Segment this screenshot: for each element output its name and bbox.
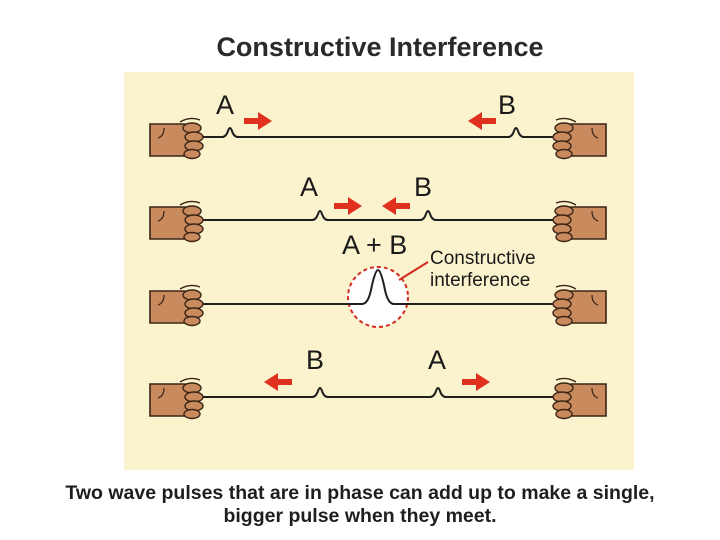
arrow-right-icon [334,203,350,209]
diagram-caption: Two wave pulses that are in phase can ad… [0,482,720,528]
combined-pulse-label: A + B [342,230,407,260]
diagram-title: Constructive Interference [216,32,544,62]
rope-row-1: A B [149,90,607,160]
arrow-left-icon [480,118,496,124]
pulse-label-a: A [300,172,318,202]
arrow-right-icon [462,379,478,385]
caption-line-1: Two wave pulses that are in phase can ad… [65,482,655,504]
annotation-pointer [398,261,429,281]
left-hand-icon [149,117,204,160]
caption-line-2: bigger pulse when they meet. [223,505,497,527]
right-hand-icon [552,377,607,420]
left-hand-icon [149,200,204,243]
annotation-line-2: interference [430,270,530,291]
annotation-line-1: Constructive [430,248,536,269]
pulse-label-b: B [498,90,516,120]
left-hand-icon [149,284,204,327]
rope-row-4: B A [149,345,607,420]
left-hand-icon [149,377,204,420]
pulse-label-a: A [216,90,234,120]
arrow-right-icon [244,118,260,124]
right-hand-icon [552,117,607,160]
rope-row-2: A B [149,172,607,243]
right-hand-icon [552,200,607,243]
pulse-label-b: B [306,345,324,375]
pulse-label-b: B [414,172,432,202]
arrow-left-icon [276,379,292,385]
rope-row-3: A + B Constructive interference [149,230,607,328]
pulse-label-a: A [428,345,446,375]
arrow-left-icon [394,203,410,209]
right-hand-icon [552,284,607,327]
highlight-circle [347,266,409,328]
